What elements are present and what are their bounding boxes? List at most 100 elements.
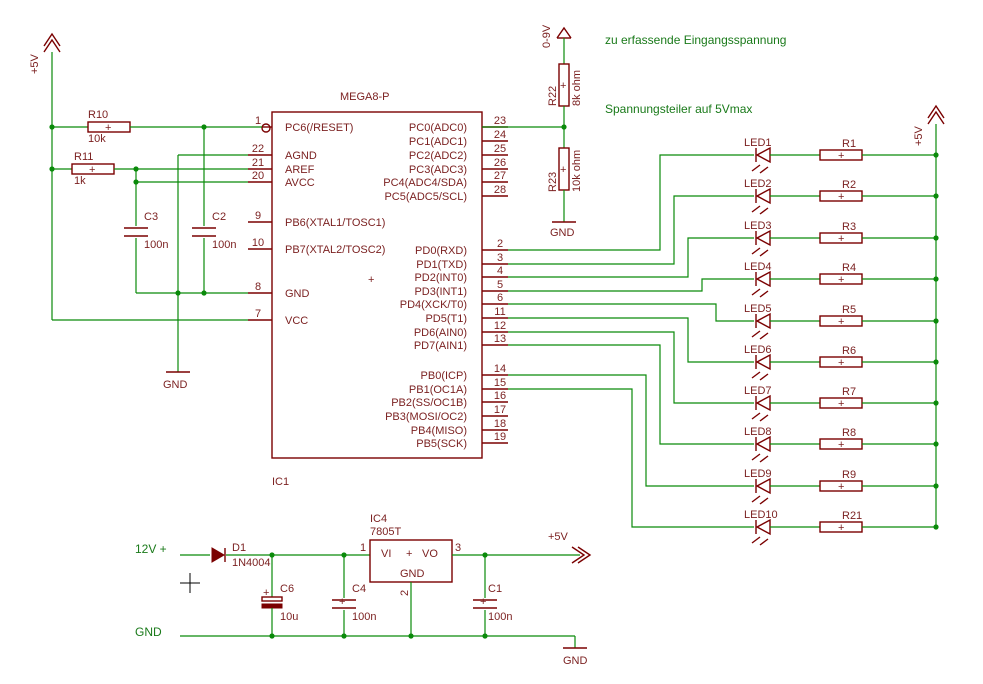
r10-name: R10	[88, 109, 108, 121]
ic4-vo: VO	[422, 548, 438, 560]
led-diode	[755, 394, 771, 412]
ic1-name: IC1	[272, 476, 289, 488]
resistor-pin-mark: +	[838, 357, 844, 369]
ic4-pin1: 1	[360, 542, 366, 554]
led-row: LED2+R2	[508, 178, 939, 265]
ic1-pin-name: GND	[285, 288, 310, 300]
ic1-pin-name: PD4(XCK/T0)	[400, 299, 467, 311]
ic4-pin2: 2	[399, 590, 411, 596]
led-emission-arrow	[751, 247, 761, 255]
ic4-origin-mark: +	[406, 548, 412, 560]
led-name: LED1	[744, 137, 772, 149]
led-emission-arrow	[751, 164, 761, 172]
ic1-pin-name: PD5(T1)	[425, 313, 467, 325]
r11-value: 1k	[74, 175, 86, 187]
led-emission-arrow	[759, 332, 769, 340]
led-diode	[755, 312, 771, 330]
led-emission-arrow	[751, 495, 761, 503]
resistor-pin-mark: +	[838, 439, 844, 451]
led-name: LED10	[744, 509, 778, 521]
left-supply: +5V + R10 10k + R11 1k C3 100n	[29, 32, 262, 391]
junction-dot	[933, 483, 939, 489]
ic1-right-pins: 23PC0(ADC0)24PC1(ADC1)25PC2(ADC2)26PC3(A…	[383, 115, 508, 450]
ic1-pin-name: PC1(ADC1)	[409, 136, 467, 148]
resistor-pin-mark: +	[838, 233, 844, 245]
power-supply: 12V + GND D1 1N4004 GND + C6 10u	[135, 513, 592, 667]
supply-reg-out-label: +5V	[548, 531, 569, 543]
led-row: LED8+R8	[508, 344, 939, 463]
led-diode	[755, 229, 771, 247]
junction-dot	[933, 235, 939, 241]
ic1-pin-number: 3	[497, 252, 503, 264]
led-emission-arrow	[751, 330, 761, 338]
led-emission-arrow	[759, 538, 769, 546]
resistor-name: R6	[842, 345, 856, 357]
junction-dot	[933, 152, 939, 158]
gnd-label-supply: GND	[563, 655, 588, 667]
resistor-pin-mark: +	[838, 481, 844, 493]
resistor-pin-mark: +	[838, 274, 844, 286]
gnd-label-ic1: GND	[163, 379, 188, 391]
ic1-pin-name: PD0(RXD)	[415, 245, 467, 257]
ic1-pin-name: PB1(OC1A)	[409, 384, 467, 396]
c4-polarity-mark: +	[339, 596, 345, 608]
ic1-pin-name: VCC	[285, 315, 308, 327]
led-emission-arrow	[759, 207, 769, 215]
junction-dot	[933, 400, 939, 406]
ic1-pin-name: PD6(AIN0)	[414, 327, 467, 339]
ic4-type: 7805T	[370, 526, 401, 538]
ic1-pin-number: 10	[252, 237, 264, 249]
led-emission-arrow	[751, 205, 761, 213]
ic1-type: MEGA8-P	[340, 91, 390, 103]
led-name: LED5	[744, 303, 772, 315]
led-emission-arrow	[759, 373, 769, 381]
ic1-pin-number: 24	[494, 129, 506, 141]
resistor-pin-mark: +	[838, 150, 844, 162]
ic1-left-pins: 1PC6(/RESET)22AGND21AREF20AVCC9PB6(XTAL1…	[248, 115, 385, 327]
led-name: LED2	[744, 178, 772, 190]
led-emission-arrow	[751, 453, 761, 461]
led-row: LED5+R5	[508, 303, 939, 340]
ic1-pin-name: PB4(MISO)	[411, 425, 467, 437]
c1-value: 100n	[488, 611, 512, 623]
ic1-pin-name: PB2(SS/OC1B)	[391, 397, 467, 409]
input-12v-label: 12V +	[135, 542, 167, 556]
led-diode	[755, 518, 771, 536]
led-emission-arrow	[759, 497, 769, 505]
r23-value: 10k ohm	[571, 150, 583, 192]
led-emission-arrow	[751, 371, 761, 379]
d1-name: D1	[232, 542, 246, 554]
resistor-name: R7	[842, 386, 856, 398]
ic1-origin-mark: +	[368, 274, 374, 286]
ic1-pin-name: AGND	[285, 150, 317, 162]
junction-dot	[933, 359, 939, 365]
r23-pin-mark: +	[560, 164, 566, 176]
ic1-pin-number: 1	[255, 115, 261, 127]
led-diode	[755, 477, 771, 495]
ic1-pin-name: PC5(ADC5/SCL)	[384, 191, 467, 203]
c3-value: 100n	[144, 239, 168, 251]
c6-value: 10u	[280, 611, 298, 623]
led-emission-arrow	[759, 414, 769, 422]
ic1-pin-number: 11	[494, 306, 505, 318]
led-name: LED4	[744, 261, 772, 273]
r11-pin-mark: +	[89, 164, 95, 176]
ic1-body	[271, 111, 483, 459]
junction-dot	[933, 193, 939, 199]
ic1-pin-number: 23	[494, 115, 506, 127]
ic4-gnd: GND	[400, 568, 425, 580]
junction-dot	[933, 524, 939, 530]
c4-value: 100n	[352, 611, 376, 623]
resistor-name: R5	[842, 304, 856, 316]
r10-pin-mark: +	[105, 122, 111, 134]
ic1-pin-name: PB7(XTAL2/TOSC2)	[285, 244, 385, 256]
ic1-pin-name: PD3(INT1)	[414, 286, 467, 298]
led-row: LED6+R6	[508, 317, 939, 381]
junction-dot	[933, 441, 939, 447]
led-emission-arrow	[759, 166, 769, 174]
led-array: +5V LED1+R1LED2+R2LED3+R3LED4+R4LED5+R5L…	[508, 104, 945, 546]
input-range-label: 0-9V	[541, 24, 553, 48]
ic1-pin-number: 19	[494, 431, 506, 443]
led-emission-arrow	[751, 288, 761, 296]
